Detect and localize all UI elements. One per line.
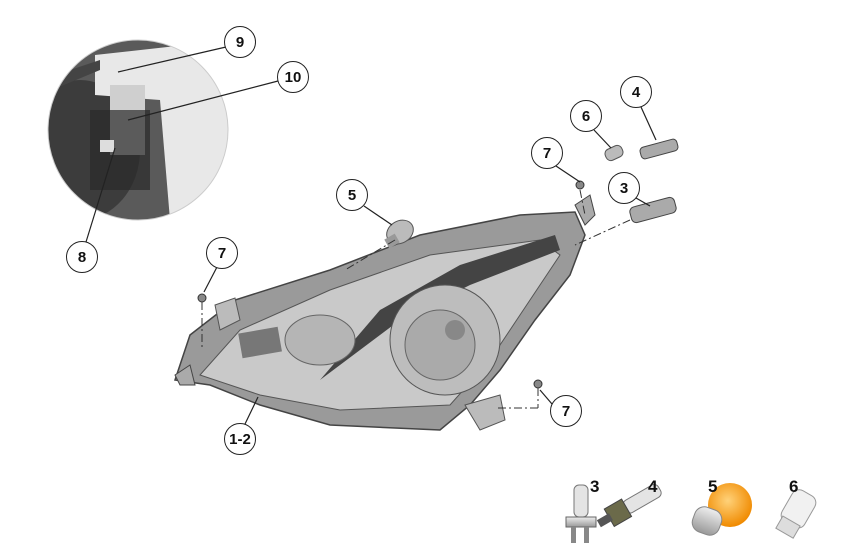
callout-6: 6 <box>570 100 602 132</box>
bulb-label-5: 5 <box>708 477 718 496</box>
inset-detail-photo <box>48 40 228 220</box>
bulb-label-3: 3 <box>590 477 600 496</box>
assembly-lines <box>201 189 631 409</box>
callout-4: 4 <box>620 76 652 108</box>
callout-5: 5 <box>336 179 368 211</box>
bulb-part-3 <box>629 196 677 224</box>
bulb-label-6: 6 <box>789 477 799 496</box>
callout-3: 3 <box>608 172 640 204</box>
callout-8: 8 <box>66 241 98 273</box>
bulb-h1-image <box>596 484 662 528</box>
callout-1-2: 1-2 <box>224 423 256 455</box>
screws <box>197 180 585 389</box>
bulb-h7-image <box>565 484 597 543</box>
callout-7-top: 7 <box>531 137 563 169</box>
bulb-part-5 <box>384 219 414 249</box>
bulb-label-4: 4 <box>648 477 658 496</box>
bulb-part-6 <box>604 144 624 162</box>
callout-10: 10 <box>277 61 309 93</box>
callout-7-left: 7 <box>206 237 238 269</box>
bulb-wedge-image <box>775 489 817 539</box>
bulb-part-4 <box>639 138 679 160</box>
leader-lines <box>85 46 657 425</box>
headlight-assembly <box>174 194 596 431</box>
bulb-amber-image <box>691 483 752 536</box>
callout-9: 9 <box>224 26 256 58</box>
callout-7-bottom: 7 <box>550 395 582 427</box>
